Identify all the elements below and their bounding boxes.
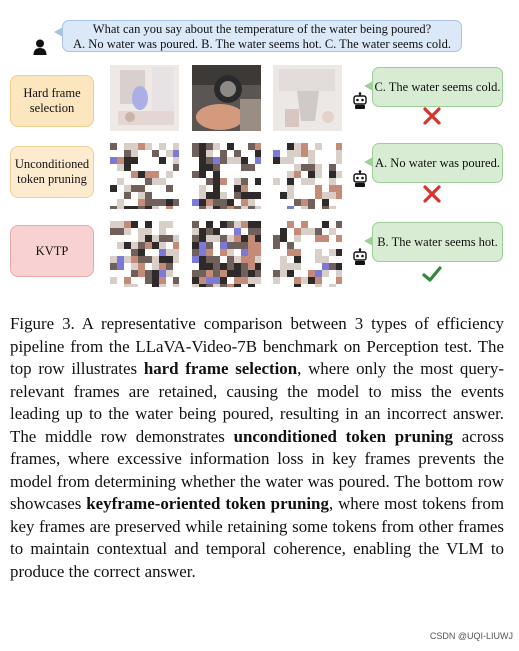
user-icon (33, 39, 47, 55)
caption-text: , where most tokens from key frames are … (10, 494, 504, 581)
caption-text: , where only the most query-relevant fra… (10, 359, 504, 446)
caption-text: Figure 3. A representative comparison be… (10, 314, 504, 378)
question-bubble: What can you say about the temperature o… (54, 20, 462, 52)
answer-bubble: A. No water was poured. (364, 143, 503, 183)
robot-icon (353, 170, 367, 187)
cross-icon (423, 107, 441, 125)
robot-icon (353, 248, 367, 265)
frame-image (273, 221, 342, 287)
frame-image (192, 221, 261, 287)
answer-bubble: B. The water seems hot. (364, 222, 503, 262)
frame-image (192, 65, 261, 131)
answer-bubble: C. The water seems cold. (364, 67, 503, 107)
answer-text: C. The water seems cold. (374, 79, 501, 94)
answer-text: B. The water seems hot. (377, 234, 498, 249)
frame-image (110, 143, 179, 209)
frame-image (192, 143, 261, 209)
watermark: CSDN @UQI-LIUWJ (429, 631, 513, 641)
caption-emphasis: keyframe-oriented token pruning (86, 494, 329, 513)
question-options: A. No water was poured. B. The water see… (73, 37, 451, 51)
method-kvtp: KVTP (10, 225, 94, 277)
robot-icon (353, 92, 367, 109)
check-icon (422, 266, 442, 282)
frame-image (110, 65, 179, 131)
question-text: What can you say about the temperature o… (92, 22, 432, 36)
figure-caption: Figure 3. A representative comparison be… (10, 313, 504, 583)
frame-image (273, 65, 342, 131)
frame-image (273, 143, 342, 209)
caption-emphasis: unconditioned token pruning (233, 426, 454, 446)
figure: What can you say about the temperature o… (0, 0, 519, 300)
caption-text: across frames, where excessive informati… (10, 426, 504, 514)
caption-emphasis: hard frame selection (143, 359, 298, 378)
cross-icon (423, 185, 441, 203)
frame-image (110, 221, 179, 287)
method-unconditioned-token-pruning: Unconditioned token pruning (10, 146, 94, 198)
method-hard-frame-selection: Hard frame selection (10, 75, 94, 127)
answer-text: A. No water was poured. (375, 155, 500, 170)
